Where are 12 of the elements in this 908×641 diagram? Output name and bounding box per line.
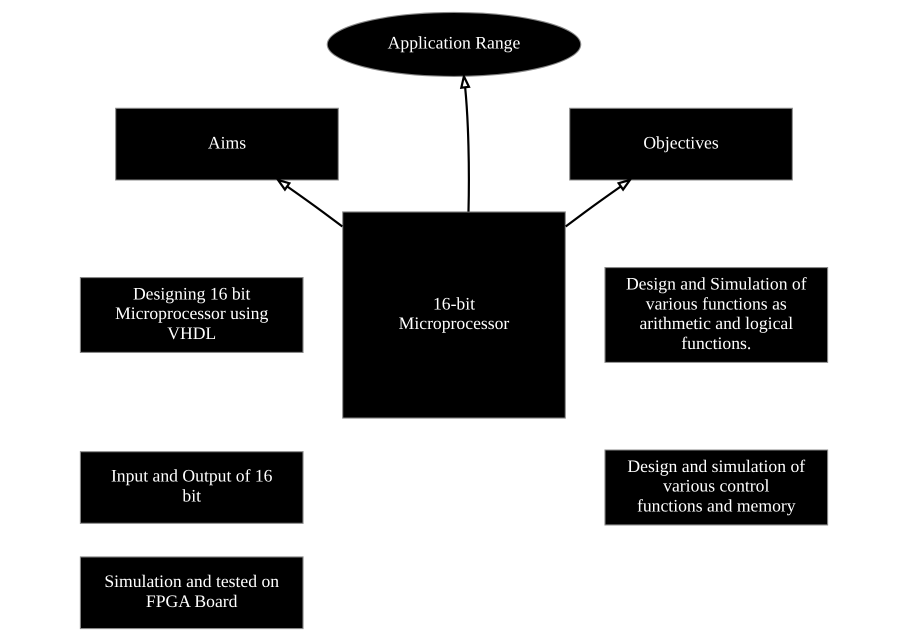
node-box: Objectives (569, 108, 793, 181)
node-box: Aims (115, 108, 339, 181)
node-box: Input and Output of 16 bit (80, 451, 304, 524)
node-ellipse: Application Range (326, 12, 582, 77)
arrow (460, 73, 471, 212)
node-box: Design and Simulation of various functions as arithmetic and logical functions. (604, 267, 828, 363)
arrow (565, 178, 633, 228)
node-box: 16-bit Microprocessor (342, 211, 566, 419)
node-box: Simulation and tested on FPGA Board (80, 556, 304, 630)
node-box: Design and simulation of various control functions and memory (604, 449, 828, 526)
arrow (275, 178, 343, 228)
node-box: Designing 16 bit Microprocessor using VHDL (80, 276, 304, 353)
